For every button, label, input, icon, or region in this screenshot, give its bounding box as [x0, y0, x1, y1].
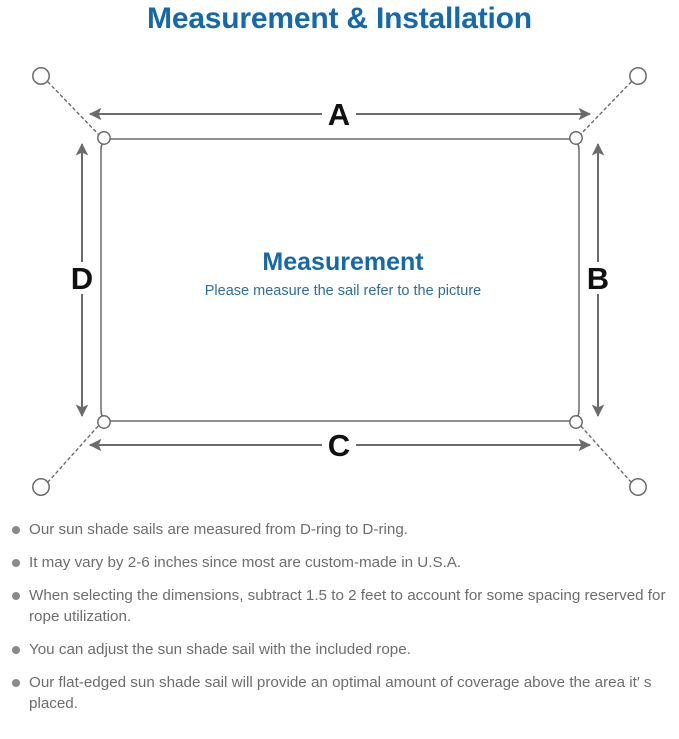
dimension-c-group: C — [89, 428, 591, 463]
note-text: When selecting the dimensions, subtract … — [29, 587, 666, 625]
rope-line-top-right — [578, 81, 632, 137]
notes-list: Our sun shade sails are measured from D-… — [0, 519, 679, 726]
note-text: It may vary by 2-6 inches since most are… — [29, 554, 462, 571]
bullet-icon — [12, 679, 20, 687]
bullet-icon — [12, 646, 20, 654]
sail-center-title: Measurement — [262, 248, 424, 276]
anchor-point-bottom-right-icon — [629, 478, 647, 496]
dimension-d-label: D — [71, 261, 93, 296]
d-rings-group — [97, 131, 583, 429]
dimension-a-label: A — [328, 97, 350, 132]
dimension-c-label: C — [328, 428, 350, 463]
bullet-icon — [12, 559, 20, 567]
dimension-b-label: B — [587, 261, 609, 296]
list-item: Our flat-edged sun shade sail will provi… — [0, 672, 679, 714]
shade-sail-diagram: A C D B Measurement Please me — [32, 67, 647, 496]
note-text: You can adjust the sun shade sail with t… — [29, 641, 411, 658]
rope-lines-group — [47, 81, 632, 483]
rope-line-bottom-left — [47, 423, 101, 483]
sail-body — [100, 138, 580, 422]
anchor-point-bottom-left-icon — [32, 478, 50, 496]
d-ring-top-left-icon — [97, 131, 111, 145]
bullet-icon — [12, 526, 20, 534]
sail-center-subtitle: Please measure the sail refer to the pic… — [205, 283, 481, 299]
list-item: When selecting the dimensions, subtract … — [0, 585, 679, 627]
d-ring-bottom-right-icon — [569, 415, 583, 429]
page-title: Measurement & Installation — [147, 2, 532, 35]
rope-line-bottom-right — [578, 423, 632, 483]
anchor-point-top-left-icon — [32, 67, 50, 85]
dimension-a-group: A — [89, 97, 591, 132]
list-item: It may vary by 2-6 inches since most are… — [0, 552, 679, 573]
d-ring-top-right-icon — [569, 131, 583, 145]
dimension-b-group: B — [587, 143, 609, 417]
anchor-points-group — [32, 67, 647, 496]
bullet-icon — [12, 592, 20, 600]
note-text: Our flat-edged sun shade sail will provi… — [29, 674, 652, 712]
diagram-container: A C D B Measurement Please me — [0, 44, 679, 514]
dimension-d-group: D — [71, 143, 93, 417]
d-ring-bottom-left-icon — [97, 415, 111, 429]
rope-line-top-left — [47, 81, 101, 137]
list-item: You can adjust the sun shade sail with t… — [0, 639, 679, 660]
anchor-point-top-right-icon — [629, 67, 647, 85]
note-text: Our sun shade sails are measured from D-… — [29, 521, 408, 538]
list-item: Our sun shade sails are measured from D-… — [0, 519, 679, 540]
